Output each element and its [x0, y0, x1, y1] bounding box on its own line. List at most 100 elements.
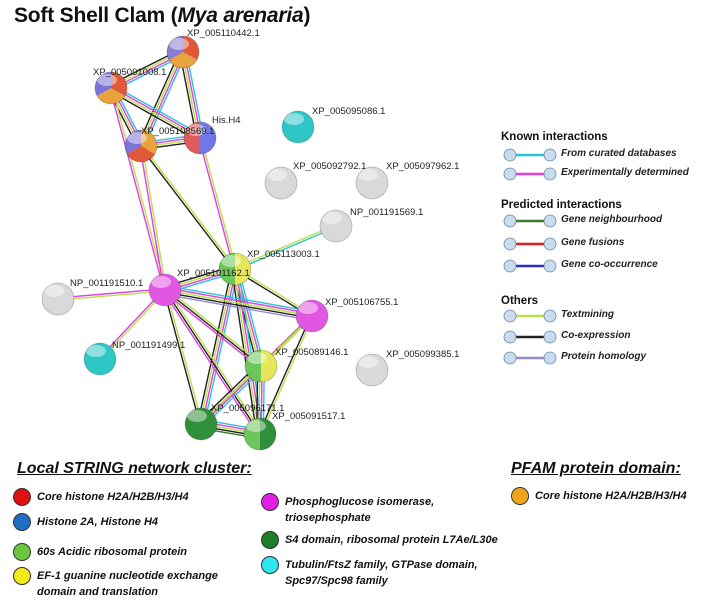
node-highlight: [358, 169, 378, 181]
node-fill: [320, 210, 352, 242]
node-segment: [167, 52, 199, 68]
protein-node[interactable]: NP_001191510.1: [41, 278, 143, 316]
node-label: XP_005113003.1: [247, 249, 320, 260]
node-highlight: [86, 345, 106, 357]
cluster-color-dot: [261, 493, 279, 511]
edge-line-coexpression: [164, 289, 262, 367]
node-highlight: [322, 212, 342, 224]
edge-line-experimental: [110, 86, 202, 138]
protein-node[interactable]: NP_001191569.1: [319, 207, 423, 243]
legend-node: [503, 148, 517, 162]
protein-node[interactable]: XP_005097962.1: [355, 161, 459, 200]
edge-line-textmining: [165, 287, 264, 365]
protein-node[interactable]: XP_005091008.1: [93, 67, 166, 106]
node-outline: [183, 121, 217, 155]
edge-line-experimental: [109, 87, 165, 291]
protein-node[interactable]: His.H4: [182, 115, 241, 156]
node-outline: [319, 209, 353, 243]
node-label: NP_001191499.1: [112, 340, 185, 351]
node-label: XP_005089146.1: [275, 347, 348, 358]
protein-node[interactable]: XP_005096171.1: [184, 403, 284, 441]
legend-node: [543, 259, 557, 273]
cluster-color-dot: [13, 488, 31, 506]
edge: [57, 288, 166, 301]
protein-node[interactable]: XP_005092792.1: [264, 161, 366, 200]
node-label: XP_005106755.1: [325, 297, 398, 308]
node-fill: [356, 354, 388, 386]
node-outline: [218, 252, 252, 286]
protein-node[interactable]: XP_005091517.1: [242, 411, 345, 452]
node-highlight: [186, 124, 206, 136]
edge-line-textmining: [109, 88, 201, 140]
edge-line-experimental: [162, 291, 261, 369]
node-outline: [264, 166, 298, 200]
pfam-color-dot: [511, 487, 529, 505]
node-outline: [94, 71, 128, 105]
protein-node[interactable]: XP_005089146.1: [243, 347, 348, 384]
edge: [162, 288, 263, 436]
node-label: XP_005091008.1: [93, 67, 166, 78]
edge-line-curated: [234, 226, 338, 271]
node-segment: [125, 146, 157, 162]
node-highlight: [358, 356, 378, 368]
edge: [163, 289, 203, 425]
node-fill: [296, 300, 328, 332]
node-label: NP_001191569.1: [350, 207, 423, 218]
node-outline: [244, 349, 278, 383]
protein-node[interactable]: XP_005113003.1: [217, 249, 320, 287]
cluster-legend-title: Local STRING network cluster:: [17, 460, 252, 477]
edge: [139, 144, 237, 271]
edge-line-coexpression: [258, 314, 312, 435]
legend-edge-sample: [503, 148, 557, 162]
nodes-layer: XP_005110442.1XP_005091008.1His.H4XP_005…: [41, 28, 459, 452]
node-label: His.H4: [212, 115, 241, 126]
node-outline: [124, 129, 158, 163]
edge-line-experimental: [141, 51, 185, 148]
edge-line-textmining: [141, 145, 167, 291]
node-label: XP_005091517.1: [272, 411, 345, 422]
protein-node[interactable]: XP_005095086.1: [281, 106, 385, 144]
node-highlight: [44, 285, 64, 297]
protein-node[interactable]: NP_001191499.1: [83, 340, 185, 376]
node-label: XP_005110442.1: [187, 28, 260, 39]
edge-line-textmining: [139, 50, 183, 147]
legend-node: [543, 309, 557, 323]
node-highlight: [284, 113, 304, 125]
edge-line-textmining: [164, 289, 313, 317]
node-fill: [356, 167, 388, 199]
legend-node: [543, 351, 557, 365]
legend-edge-sample: [503, 351, 557, 365]
protein-node[interactable]: XP_005108569.1: [123, 126, 214, 164]
node-highlight: [267, 169, 287, 181]
edges-layer: [57, 48, 338, 440]
protein-node[interactable]: XP_005101162.1: [148, 268, 250, 307]
node-outline: [355, 353, 389, 387]
edge-line-textmining: [233, 224, 337, 269]
edge-line-curated: [143, 52, 187, 149]
legend-node: [503, 167, 517, 181]
node-outline: [184, 407, 218, 441]
node-highlight: [246, 420, 266, 432]
edge-line-curated: [203, 269, 239, 426]
cluster-color-dot: [13, 567, 31, 585]
cluster-color-dot: [261, 556, 279, 574]
edge: [258, 314, 314, 436]
edge-line-textmining: [165, 289, 203, 425]
legend-node: [503, 309, 517, 323]
edge: [163, 284, 314, 322]
node-outline: [295, 299, 329, 333]
legend-node: [543, 167, 557, 181]
node-fill: [149, 274, 181, 306]
protein-node[interactable]: XP_005106755.1: [295, 297, 398, 333]
edge: [109, 87, 167, 291]
protein-node[interactable]: XP_005110442.1: [165, 28, 260, 70]
node-fill: [42, 283, 74, 315]
legend-edge-sample: [503, 259, 557, 273]
node-label: XP_005101162.1: [177, 268, 250, 279]
legend-node: [503, 330, 517, 344]
node-fill: [282, 111, 314, 143]
edge-line-experimental: [201, 268, 237, 425]
protein-node[interactable]: XP_005099385.1: [355, 349, 459, 387]
node-label: XP_005108569.1: [141, 126, 214, 137]
edge: [198, 137, 237, 270]
